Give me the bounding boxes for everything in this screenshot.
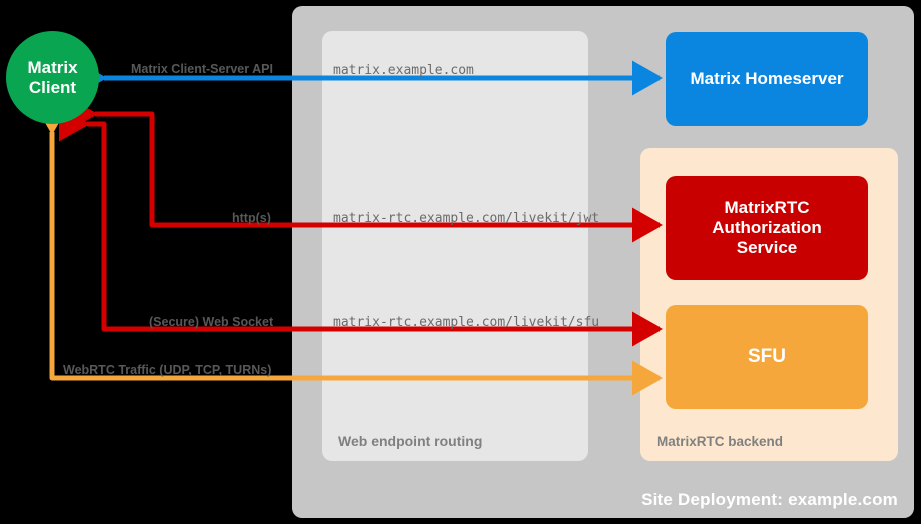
matrix-homeserver-label: Matrix Homeserver <box>690 68 844 88</box>
endpoint-jwt-url: matrix-rtc.example.com/livekit/jwt <box>333 211 600 226</box>
sfu-label: SFU <box>748 345 786 367</box>
edge-label-matrix-client-server-api: Matrix Client-Server API <box>131 62 273 76</box>
auth-service-label-line1: MatrixRTC <box>724 197 810 217</box>
endpoint-matrix-url: matrix.example.com <box>333 63 474 78</box>
node-sfu[interactable]: SFU <box>666 305 868 409</box>
node-matrix-client[interactable]: Matrix Client <box>6 31 99 124</box>
site-deployment-label: Site Deployment: example.com <box>641 490 898 509</box>
node-matrixrtc-authorization-service[interactable]: MatrixRTC Authorization Service <box>666 176 868 280</box>
endpoint-sfu-url: matrix-rtc.example.com/livekit/sfu <box>333 315 600 330</box>
edge-label-webrtc-traffic: WebRTC Traffic (UDP, TCP, TURNs) <box>63 363 272 377</box>
auth-service-label-line2: Authorization <box>712 217 822 237</box>
matrixrtc-backend-label: MatrixRTC backend <box>657 434 784 449</box>
web-endpoint-routing-label: Web endpoint routing <box>338 433 483 449</box>
edge-label-https: http(s) <box>232 211 271 225</box>
matrix-client-label-line2: Client <box>28 77 77 97</box>
node-matrix-homeserver[interactable]: Matrix Homeserver <box>666 32 868 126</box>
web-endpoint-routing-zone: Web endpoint routing <box>322 31 588 461</box>
auth-service-label-line3: Service <box>736 238 798 258</box>
matrix-client-label-line1: Matrix <box>27 58 78 78</box>
edge-label-websocket: (Secure) Web Socket <box>149 315 274 329</box>
